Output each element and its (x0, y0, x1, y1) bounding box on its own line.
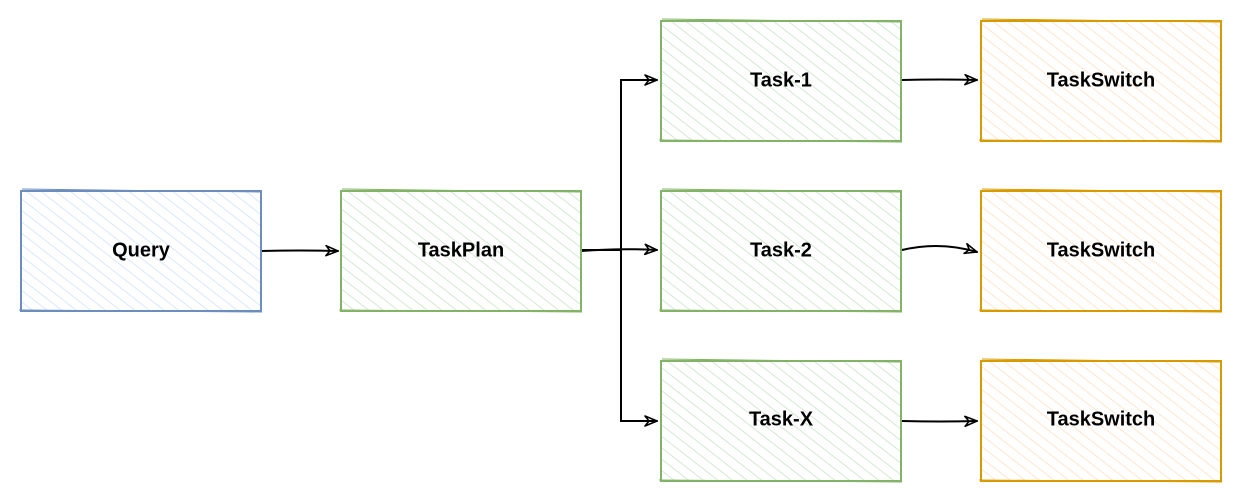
edge-task2-to-switch2 (901, 242, 978, 255)
node-label-taskswitch-2: TaskSwitch (1047, 239, 1156, 261)
node-task-1[interactable]: Task-1 (658, 18, 903, 143)
node-label-task-2: Task-2 (750, 239, 812, 261)
edge-taskplan-to-task1 (580, 74, 658, 251)
edge-query-to-taskplan (260, 244, 339, 257)
node-query[interactable]: Query (18, 188, 263, 313)
edge-taskplan-to-taskx (580, 249, 658, 427)
node-taskswitch-2[interactable]: TaskSwitch (978, 188, 1223, 313)
edge-taskx-to-switchx (901, 415, 978, 428)
node-label-taskplan: TaskPlan (418, 239, 504, 261)
node-taskplan[interactable]: TaskPlan (338, 188, 583, 313)
node-label-query: Query (112, 239, 171, 261)
node-label-task-1: Task-1 (750, 69, 812, 91)
node-task-x[interactable]: Task-X (658, 358, 903, 483)
node-label-taskswitch-x: TaskSwitch (1047, 408, 1156, 430)
node-label-taskswitch-1: TaskSwitch (1047, 69, 1156, 91)
node-taskswitch-x[interactable]: TaskSwitch (978, 358, 1223, 483)
edges (260, 73, 978, 428)
node-task-2[interactable]: Task-2 (658, 188, 903, 313)
node-label-task-x: Task-X (749, 408, 814, 430)
edge-task1-to-switch1 (901, 73, 978, 86)
node-taskswitch-1[interactable]: TaskSwitch (978, 18, 1223, 143)
